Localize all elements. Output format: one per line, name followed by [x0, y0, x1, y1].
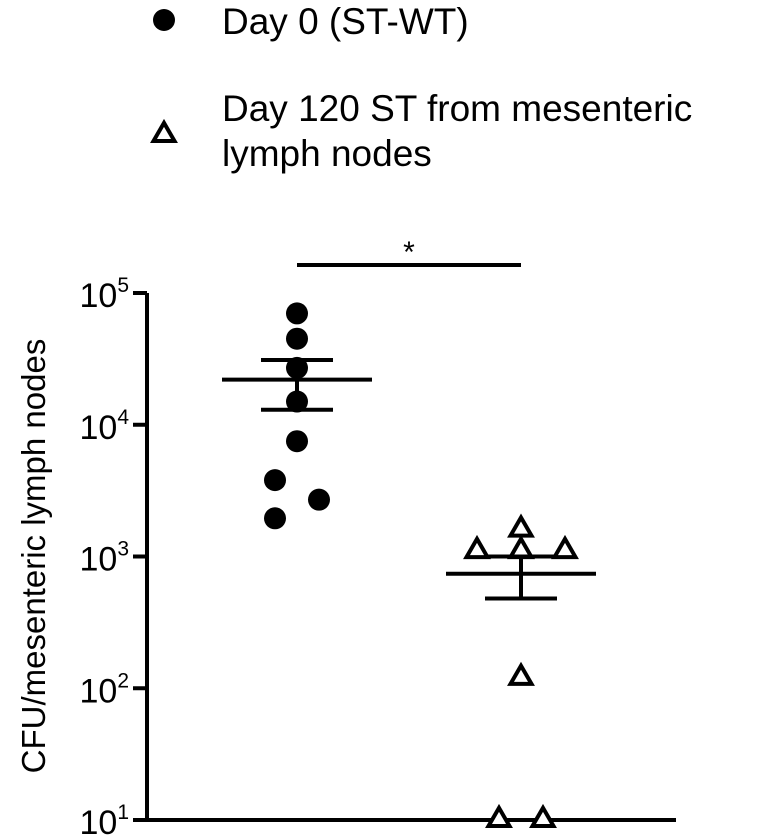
- legend-marker-circle: [153, 9, 175, 31]
- legend-label: lymph nodes: [222, 133, 432, 174]
- legend: Day 0 (ST-WT) Day 120 ST from mesentericl…: [150, 1, 692, 174]
- y-tick-label: 102: [79, 669, 129, 710]
- data-point: [286, 430, 308, 453]
- legend-label: Day 120 ST from mesenteric: [222, 88, 692, 129]
- y-axis-label: CFU/mesenteric lymph nodes: [15, 339, 52, 774]
- data-point: [286, 302, 308, 325]
- y-tick-label: 101: [79, 801, 129, 839]
- y-tick-label: 104: [79, 406, 129, 447]
- legend-label: Day 0 (ST-WT): [222, 1, 469, 42]
- data-point: [529, 803, 557, 829]
- data-point: [264, 507, 286, 530]
- data-point: [485, 803, 513, 829]
- data-point: [308, 488, 330, 511]
- data-point: [507, 534, 535, 560]
- data-point: [264, 469, 286, 492]
- data-point: [551, 534, 579, 560]
- data-point: [286, 327, 308, 350]
- data-point: [507, 661, 535, 686]
- legend-marker-open-triangle: [150, 118, 178, 144]
- significance-label: *: [403, 236, 415, 269]
- data-point: [507, 513, 535, 538]
- y-tick-label: 103: [79, 538, 129, 579]
- series-circle: [222, 302, 372, 530]
- y-tick-label: 105: [79, 274, 129, 315]
- series-open-triangle: [446, 513, 596, 829]
- data-point: [463, 534, 491, 560]
